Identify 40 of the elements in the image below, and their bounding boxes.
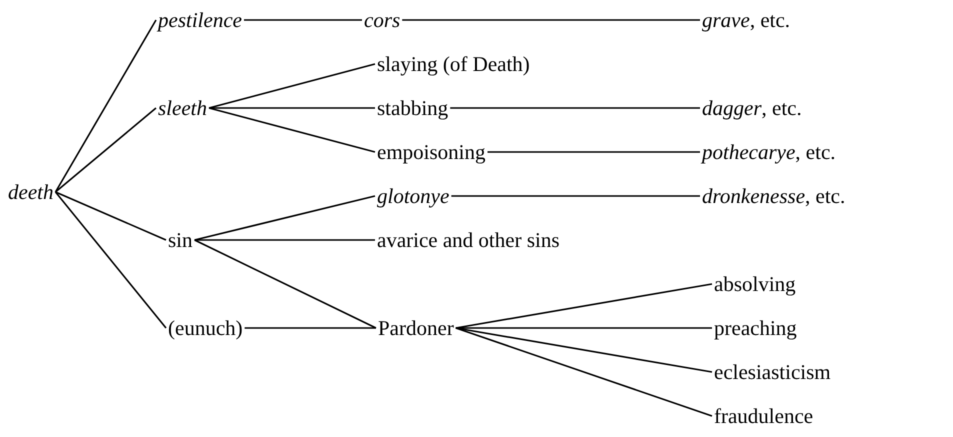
connector-line: [194, 195, 376, 241]
connector-line: [402, 19, 700, 21]
connector-line: [451, 195, 700, 197]
tree-term: dronkenesse, etc.: [700, 184, 848, 208]
tree-term: absolving: [712, 272, 798, 296]
connector-line: [194, 239, 376, 329]
tree-term: eclesiasticism: [712, 360, 833, 384]
connector-line: [208, 107, 376, 153]
connector-line: [244, 19, 362, 21]
connector-line: [244, 327, 376, 329]
tree-term: stabbing: [375, 96, 450, 120]
connector-line: [456, 283, 712, 329]
connector-line: [54, 192, 167, 328]
tree-term: sleeth: [156, 96, 209, 120]
connector-line: [456, 327, 712, 417]
tree-term: pothecarye, etc.: [700, 140, 838, 164]
tree-term: avarice and other sins: [375, 228, 562, 252]
tree-term: deeth: [6, 180, 56, 204]
tree-term: slaying (of Death): [375, 52, 532, 76]
tree-term: glotonye: [375, 184, 452, 208]
connector-line: [456, 327, 712, 373]
tree-term: fraudulence: [712, 404, 816, 428]
connector-line: [55, 191, 166, 241]
tree-term: grave, etc.: [700, 8, 792, 32]
tree-term: Pardoner: [376, 316, 456, 340]
tree-term: sin: [166, 228, 195, 252]
connector-line: [488, 151, 700, 153]
tree-term: cors: [362, 8, 402, 32]
connector-line: [456, 327, 712, 329]
tree-term: preaching: [712, 316, 799, 340]
tree-term: pestilence: [156, 8, 244, 32]
connector-line: [54, 107, 157, 193]
connector-line: [208, 107, 375, 109]
connector-line: [54, 20, 157, 192]
tree-term: dagger, etc.: [700, 96, 804, 120]
connector-line: [194, 239, 375, 241]
tree-term: (eunuch): [166, 316, 245, 340]
tree-term: empoisoning: [375, 140, 488, 164]
connector-line: [450, 107, 700, 109]
connector-line: [208, 63, 376, 109]
